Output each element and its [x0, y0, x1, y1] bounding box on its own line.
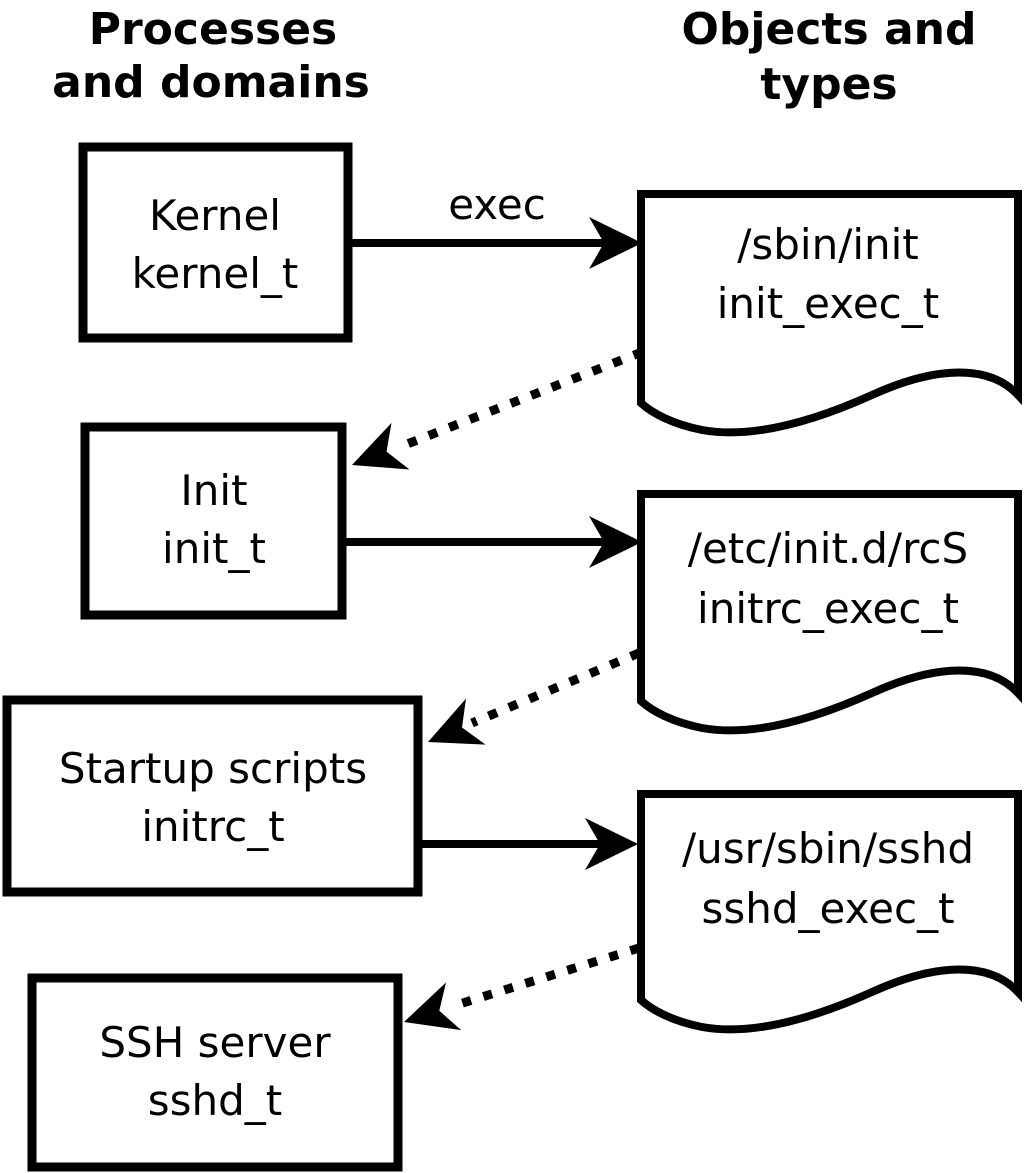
arrowhead-right-icon [585, 818, 638, 870]
exec-arrow-kernel-to-sbin-init: exec [346, 180, 642, 269]
object-doc-etc-initd-rcs-type: initrc_exec_t [697, 584, 959, 633]
arrowhead-right-icon [589, 516, 642, 568]
process-box-ssh-server: SSH server sshd_t [27, 973, 403, 1172]
left-column-header-line2: and domains [52, 57, 370, 108]
object-doc-sbin-init-type: init_exec_t [717, 279, 940, 328]
transition-arrow-2-line [470, 648, 641, 728]
transition-arrow-3-line [448, 943, 641, 1012]
process-box-startup-scripts-type: initrc_t [141, 802, 284, 851]
object-doc-sbin-init: /sbin/init init_exec_t [637, 190, 1022, 437]
process-box-ssh-server-type: sshd_t [148, 1076, 283, 1125]
object-doc-usr-sbin-sshd-type: sshd_exec_t [701, 884, 954, 933]
exec-arrow-init-to-rcs [344, 516, 642, 568]
process-box-ssh-server-rect [27, 973, 403, 1172]
object-doc-usr-sbin-sshd-shape [637, 790, 1022, 1034]
process-box-kernel-rect [78, 142, 353, 343]
left-column-header-line1: Processes [89, 4, 338, 55]
arrowhead-right-icon [589, 217, 642, 269]
exec-arrow-startup-to-sshd [420, 818, 638, 870]
object-doc-etc-initd-rcs: /etc/init.d/rcS initrc_exec_t [637, 490, 1022, 735]
process-box-kernel-name: Kernel [149, 191, 281, 240]
process-box-init-type: init_t [162, 524, 266, 573]
column-headers: Processes and domains Objects and types [52, 4, 976, 110]
process-box-startup-scripts: Startup scripts initrc_t [2, 695, 423, 897]
process-box-startup-scripts-rect [2, 695, 423, 897]
transition-arrow-rcs-to-startup [428, 648, 641, 745]
right-column-header-line1: Objects and [682, 4, 977, 55]
object-doc-etc-initd-rcs-shape [637, 490, 1022, 735]
object-doc-sbin-init-shape [637, 190, 1022, 437]
arrowhead-down-left-icon [428, 698, 486, 745]
object-doc-usr-sbin-sshd-path: /usr/sbin/sshd [682, 824, 974, 873]
transition-arrow-sbin-init-to-init [352, 347, 644, 470]
exec-edge-label: exec [448, 180, 546, 229]
process-box-kernel: Kernel kernel_t [78, 142, 353, 343]
process-box-startup-scripts-name: Startup scripts [59, 744, 367, 793]
process-box-ssh-server-name: SSH server [99, 1018, 331, 1067]
process-box-kernel-type: kernel_t [132, 249, 299, 298]
object-doc-etc-initd-rcs-path: /etc/init.d/rcS [688, 524, 968, 573]
transition-arrow-sshd-to-ssh-server [404, 943, 641, 1031]
arrowhead-down-left-icon [404, 982, 462, 1031]
transition-arrow-1-line [395, 347, 644, 453]
arrowhead-down-left-icon [352, 422, 410, 470]
process-box-init: Init init_t [80, 422, 347, 620]
process-box-init-name: Init [180, 466, 247, 515]
process-box-init-rect [80, 422, 347, 620]
right-column-header-line2: types [760, 59, 897, 110]
object-doc-usr-sbin-sshd: /usr/sbin/sshd sshd_exec_t [637, 790, 1022, 1034]
object-doc-sbin-init-path: /sbin/init [737, 220, 919, 269]
